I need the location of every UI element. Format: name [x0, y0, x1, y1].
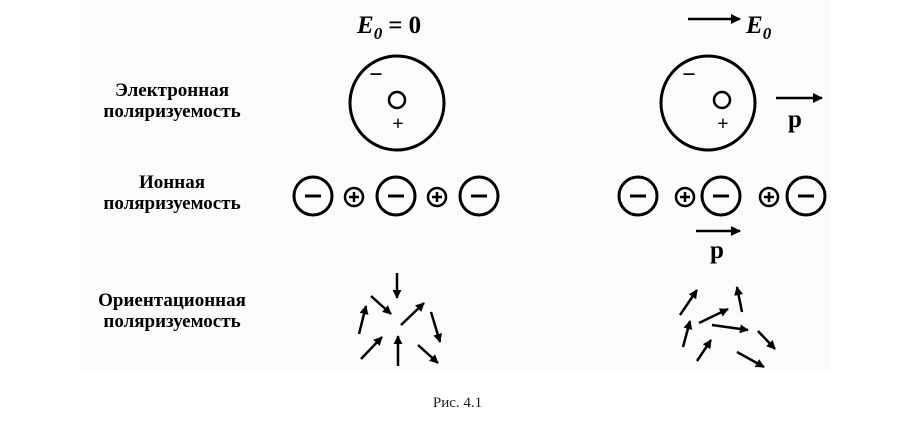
row-label-orientational-line2: поляризуемость [103, 311, 241, 332]
dipole-arrow [357, 305, 369, 335]
field-left-label: E0= 0 [356, 12, 421, 43]
dipole-arrow [734, 286, 744, 313]
row-label-electronic-line1: Электронная [115, 80, 229, 101]
row-label-ionic-line1: Ионная [139, 172, 205, 193]
electron-minus-sign: − [682, 62, 696, 88]
electron-minus-sign: − [369, 62, 383, 88]
dipole-arrow [370, 295, 392, 315]
dipole-arrow [360, 336, 383, 360]
anion [292, 175, 334, 217]
nucleus [387, 90, 407, 110]
cation [674, 186, 696, 208]
nucleus-plus-sign: + [717, 113, 728, 135]
atom-polarized: − + [659, 54, 757, 152]
row-label-orientational: Ориентационная поляризуемость [72, 290, 272, 332]
dipole-label-ionic: p [710, 237, 724, 264]
atom-unpolarized: − + [348, 54, 446, 152]
anion [700, 175, 742, 217]
row-label-ionic: Ионная поляризуемость [72, 172, 272, 214]
dipole-arrow [698, 307, 729, 325]
electron-shell [659, 54, 757, 152]
ion-chain-polarized [617, 175, 827, 217]
field-right-label: E0 [745, 12, 772, 43]
dipole-arrow [429, 311, 442, 343]
row-label-electronic-line2: поляризуемость [103, 101, 241, 122]
row-label-electronic: Электронная поляризуемость [72, 80, 272, 122]
nucleus-plus-sign: + [392, 113, 403, 135]
cation [758, 186, 780, 208]
cation [343, 186, 365, 208]
dipole-arrow [417, 344, 439, 364]
dipoles-random [357, 273, 442, 366]
dipole-arrow [400, 302, 425, 326]
dipole-arrow [678, 289, 699, 316]
electron-shell [348, 54, 446, 152]
row-label-ionic-line2: поляризуемость [103, 193, 241, 214]
dipole-arrow [757, 330, 776, 350]
figure-caption: Рис. 4.1 [432, 395, 483, 411]
dipole-arrow [695, 339, 713, 362]
nucleus [712, 90, 732, 110]
dipole-label-electronic: p [788, 106, 802, 133]
dipole-arrow [711, 323, 749, 334]
anion [617, 175, 659, 217]
dipole-arrow [736, 350, 765, 369]
row-label-orientational-line1: Ориентационная [98, 290, 246, 311]
anion [375, 175, 417, 217]
anion [785, 175, 827, 217]
ion-chain-unpolarized [292, 175, 500, 217]
dipole-arrow [681, 320, 693, 348]
cation [426, 186, 448, 208]
anion [458, 175, 500, 217]
dipoles-aligned [678, 286, 776, 369]
